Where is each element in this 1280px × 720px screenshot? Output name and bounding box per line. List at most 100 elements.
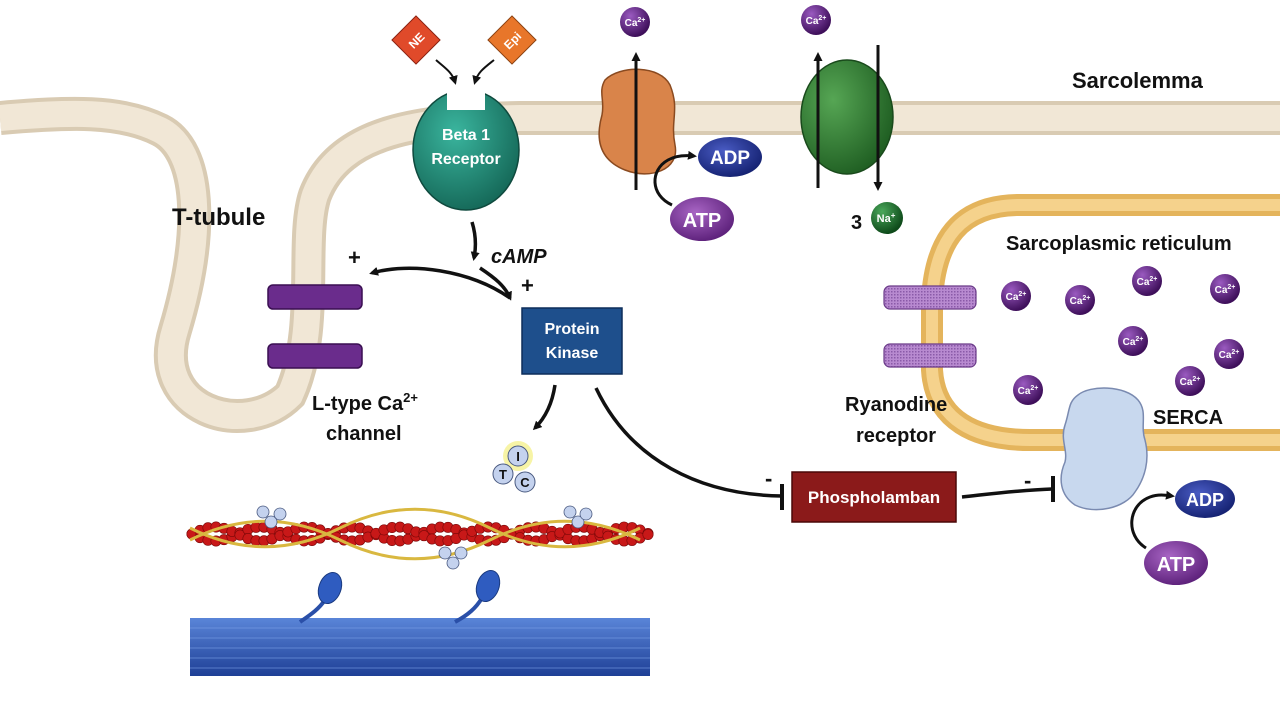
atp-molecule-serca: ATP [1144, 541, 1208, 585]
calcium-ion: Ca2+ [1001, 281, 1031, 311]
epinephrine-molecule: Epi [487, 15, 537, 65]
actin-monomer [642, 528, 654, 540]
calcium-ion: Ca2+ [1118, 326, 1148, 356]
calcium-ion-exchanger-out: Ca2+ [801, 5, 831, 35]
ca-text: Ca [1180, 377, 1193, 388]
filament-troponin-3 [563, 505, 593, 529]
protein-kinase: Protein Kinase [521, 307, 623, 375]
atp-molecule-pump: ATP [670, 197, 734, 241]
na-text: Na [877, 213, 892, 225]
sodium-count: 3 [851, 212, 862, 234]
ca-symbol: Ca2+ [1180, 376, 1201, 388]
ca-charge: 2+ [1231, 349, 1239, 356]
ca-charge: 2+ [1030, 385, 1038, 392]
ca-charge: 2+ [1018, 291, 1026, 298]
calcium-ion: Ca2+ [1132, 266, 1162, 296]
ne-binding-arrow [435, 59, 458, 85]
ca-text: Ca [806, 16, 819, 27]
ca-symbol: Ca2+ [1219, 349, 1240, 361]
camp-arrow [470, 221, 480, 261]
ca-text: Ca [1070, 296, 1083, 307]
ca-charge: 2+ [1192, 376, 1200, 383]
sarcoplasmic-reticulum-membrane [921, 194, 1280, 451]
norepinephrine-molecule: NE [391, 15, 441, 65]
calcium-ion-pump-out: Ca2+ [620, 7, 650, 37]
thick-filament [190, 570, 650, 676]
ca-symbol: Ca2+ [1137, 276, 1158, 288]
calcium-ion: Ca2+ [1065, 285, 1095, 315]
sarcolemma-label: Sarcolemma [1072, 68, 1204, 93]
troponin-complex: I T C [492, 441, 536, 493]
ca-symbol: Ca2+ [1215, 284, 1236, 296]
troponin-t-label: T [499, 467, 507, 482]
na-charge: + [891, 211, 896, 220]
serca-label: SERCA [1153, 407, 1223, 429]
pka-to-troponin-arrow [532, 384, 557, 431]
ltype-channel-label-line2: channel [326, 423, 402, 445]
ryanodine-receptor [883, 285, 977, 368]
ca-symbol: Ca2+ [1123, 336, 1144, 348]
adp-label: ADP [710, 148, 750, 169]
calcium-atpase-pump [598, 52, 677, 190]
pka-inhibits-phospholamban [594, 387, 783, 498]
ca-charge: 2+ [1227, 284, 1235, 291]
serca-pump [1060, 387, 1148, 511]
epi-binding-arrow [472, 59, 495, 85]
ca-symbol: Ca2+ [1018, 385, 1039, 397]
ltype-channel-superscript: 2+ [403, 390, 418, 405]
adp-label: ADP [1186, 490, 1224, 510]
protein-kinase-line1: Protein [544, 321, 599, 338]
ca-text: Ca [625, 18, 638, 29]
phospholamban-minus-sign: - [765, 466, 772, 491]
filament-troponin-1 [256, 505, 287, 529]
ca-symbol: Ca2+ [1006, 291, 1027, 303]
thin-filament [186, 505, 654, 570]
ca-charge: 2+ [1135, 336, 1143, 343]
ca-symbol: Ca2+ [806, 15, 827, 27]
ltype-plus-sign: + [348, 245, 361, 270]
sr-calcium-ions: Ca2+Ca2+Ca2+Ca2+Ca2+Ca2+Ca2+Ca2+ [1001, 266, 1244, 405]
ca-charge: 2+ [637, 17, 645, 24]
ca-symbol: Ca2+ [625, 17, 646, 29]
calcium-ion: Ca2+ [1214, 339, 1244, 369]
ca-charge: 2+ [1082, 295, 1090, 302]
calcium-ion: Ca2+ [1210, 274, 1240, 304]
calcium-ion: Ca2+ [1175, 366, 1205, 396]
pump-atp-to-adp-arrow [653, 150, 697, 207]
ca-text: Ca [1137, 277, 1150, 288]
pka-to-ltype-arrow [369, 266, 512, 300]
ltype-channel-text: L-type Ca [312, 393, 404, 415]
troponin-c-label: C [520, 475, 530, 490]
ca-charge: 2+ [1149, 276, 1157, 283]
ryanodine-label-line1: Ryanodine [845, 394, 947, 416]
adp-molecule-pump: ADP [698, 137, 762, 177]
ryanodine-label-line2: receptor [856, 425, 936, 447]
ca-text: Ca [1018, 386, 1031, 397]
sodium-ion: Na+ [871, 202, 903, 234]
ca-charge: 2+ [818, 15, 826, 22]
protein-kinase-line2: Kinase [546, 345, 599, 362]
ca-symbol: Ca2+ [1070, 295, 1091, 307]
adp-molecule-serca: ADP [1175, 480, 1235, 518]
filament-troponin-2 [438, 546, 468, 570]
troponin-i-label: I [516, 449, 520, 464]
atp-label: ATP [1157, 554, 1196, 576]
camp-label: cAMP [491, 246, 547, 268]
phospholamban-inhibits-serca [961, 487, 1053, 499]
t-tubule-label: T-tubule [172, 204, 265, 231]
ltype-calcium-channel [267, 284, 363, 369]
sodium-calcium-exchanger [800, 45, 894, 191]
sarcolemma-membrane [0, 96, 1280, 433]
ca-text: Ca [1006, 292, 1019, 303]
ca-text: Ca [1123, 337, 1136, 348]
myosin-head-2 [454, 570, 501, 624]
atp-label: ATP [683, 210, 722, 232]
serca-atp-to-adp-arrow [1130, 490, 1175, 550]
ca-text: Ca [1219, 350, 1232, 361]
calcium-ion: Ca2+ [1013, 375, 1043, 405]
myosin-head-1 [298, 572, 343, 624]
ltype-channel-label-line1: L-type Ca2+ [312, 390, 418, 415]
beta1-receptor: Beta 1 Receptor [412, 86, 520, 211]
beta1-label-line1: Beta 1 [442, 127, 490, 144]
